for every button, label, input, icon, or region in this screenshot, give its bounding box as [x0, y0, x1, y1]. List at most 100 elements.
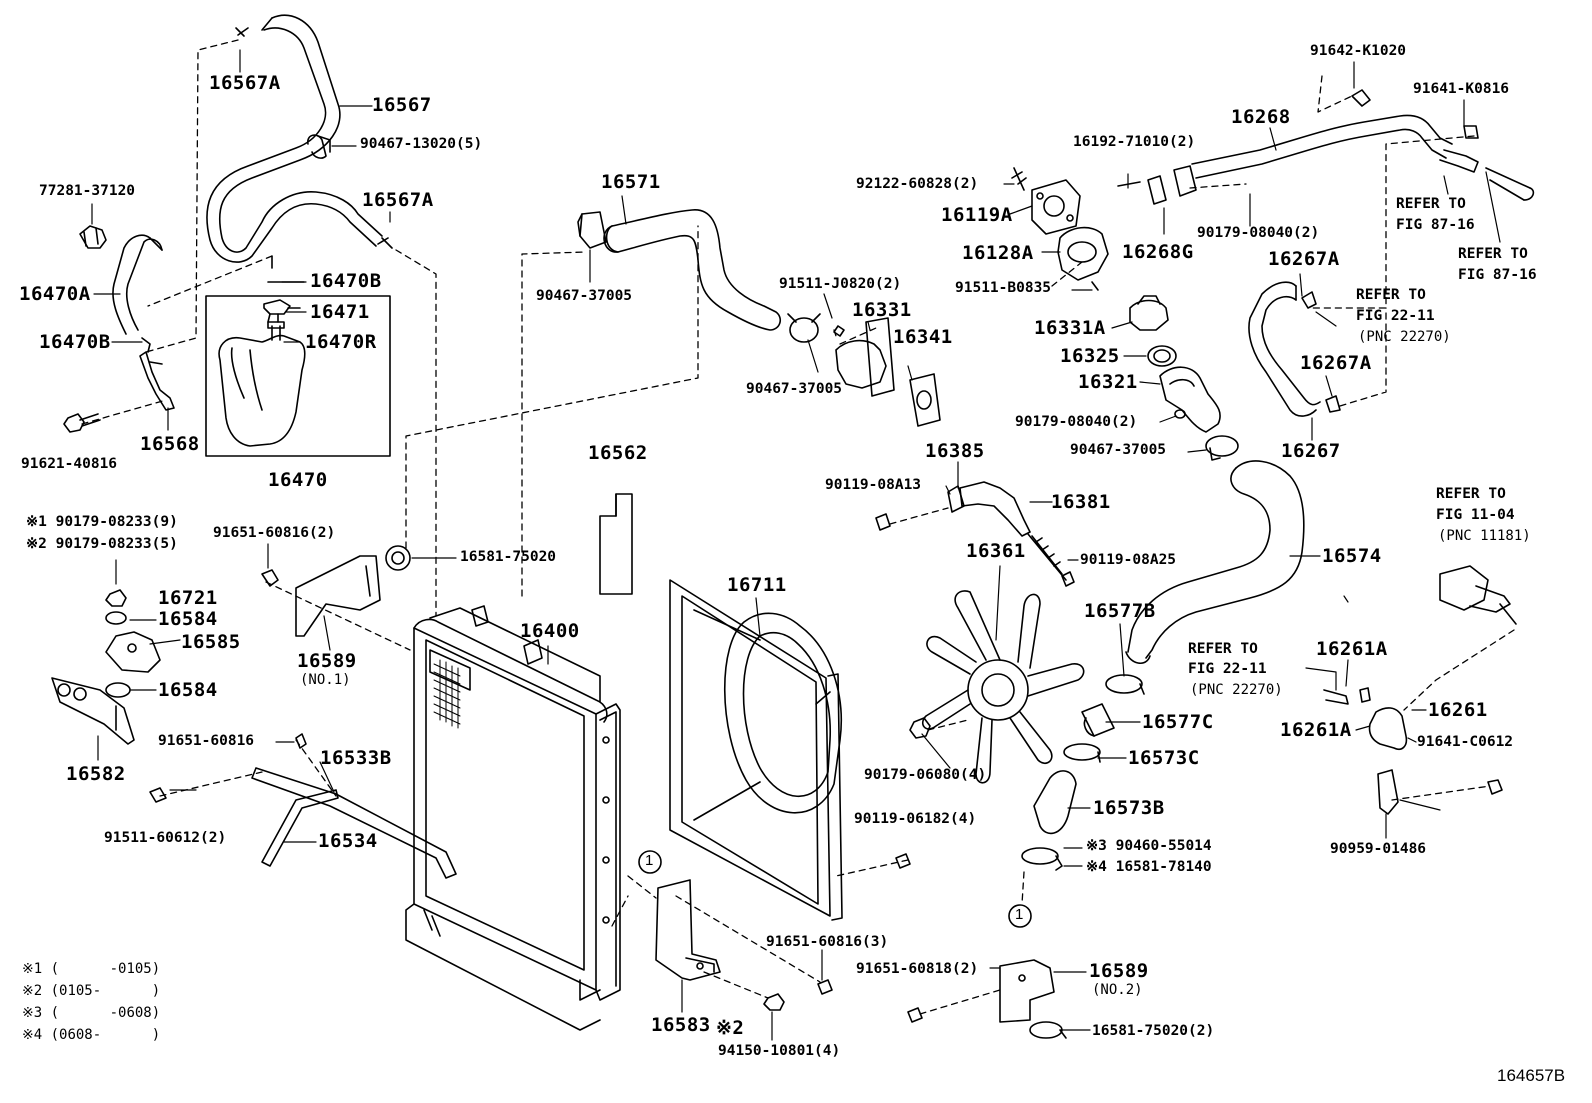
- label-16470B-left: 16470B: [39, 331, 111, 353]
- label-91621-40816: 91621-40816: [21, 456, 118, 472]
- label-16573C: 16573C: [1128, 747, 1200, 769]
- label-refer-to-87-16-b: REFER TO: [1458, 246, 1528, 262]
- label-16261A-top: 16261A: [1316, 638, 1388, 660]
- nut-94150-10801: [764, 994, 784, 1010]
- label-16385: 16385: [925, 440, 985, 462]
- bolt-90119-08A13: [876, 514, 890, 530]
- label-fig-22-11-b: FIG 22-11: [1188, 661, 1267, 677]
- label-16589-no1: 16589: [297, 650, 357, 672]
- overflow-hose-16567: [207, 15, 392, 262]
- label-16267A-top: 16267A: [1268, 248, 1340, 270]
- label-16568: 16568: [140, 433, 200, 455]
- label-fig-22-11-a: FIG 22-11: [1356, 308, 1435, 324]
- label-16470R: 16470R: [305, 331, 377, 353]
- hose-16573B: [1034, 771, 1076, 834]
- cushion-16584-top: [106, 612, 126, 624]
- label-16562: 16562: [588, 442, 648, 464]
- label-no1: (NO.1): [300, 672, 351, 688]
- label-16261: 16261: [1428, 699, 1488, 721]
- label-16268G: 16268G: [1122, 241, 1194, 263]
- label-16267: 16267: [1281, 440, 1341, 462]
- label-16470A: 16470A: [19, 283, 91, 305]
- label-16361: 16361: [966, 540, 1026, 562]
- label-91511-60612: 91511-60612(2): [104, 830, 227, 846]
- label-16267A-mid: 16267A: [1300, 352, 1372, 374]
- label-16574: 16574: [1322, 545, 1382, 567]
- bolt-91511-60612: [150, 788, 166, 802]
- label-no2: (NO.2): [1092, 982, 1143, 998]
- callout-1-left: [639, 851, 661, 873]
- clamp-16573C: [1064, 744, 1100, 762]
- label-16567: 16567: [372, 94, 432, 116]
- label-16119A: 16119A: [941, 204, 1013, 226]
- label-16192-71010: 16192-71010(2): [1073, 134, 1196, 150]
- leader-16470B-dash: [268, 256, 304, 282]
- clamp-90460-55014: [1022, 848, 1062, 870]
- label-16325: 16325: [1060, 345, 1120, 367]
- label-91651-60816-3: 91651-60816(3): [766, 934, 889, 950]
- label-91651-60816-2: 91651-60816(2): [213, 525, 336, 541]
- seal-16562: [600, 494, 632, 594]
- label-16582: 16582: [66, 763, 126, 785]
- label-90467-37005-right: 90467-37005: [1070, 442, 1167, 458]
- label-16567A-top: 16567A: [209, 72, 281, 94]
- label-90119-08A25: 90119-08A25: [1080, 552, 1177, 568]
- label-16470: 16470: [268, 469, 328, 491]
- label-16471: 16471: [310, 301, 370, 323]
- label-note4-16581-78140: ※4 16581-78140: [1086, 859, 1212, 875]
- label-91641-K0816: 91641-K0816: [1413, 81, 1510, 97]
- clamp-90467-37005-right: [788, 314, 820, 342]
- label-fig-87-16-a: FIG 87-16: [1396, 217, 1475, 233]
- bolt-91651-60818: [908, 1008, 922, 1022]
- bracket-16589-no2: [1000, 960, 1054, 1022]
- label-16470B-right: 16470B: [310, 270, 382, 292]
- bolt-91641-C0612: [1488, 780, 1502, 794]
- water-bypass-pipe: [1440, 566, 1516, 624]
- label-16583: 16583: [651, 1014, 711, 1036]
- housing-16128A: [1012, 168, 1108, 290]
- label-91651-60818: 91651-60818(2): [856, 961, 979, 977]
- label-fig-87-16-b: FIG 87-16: [1458, 267, 1537, 283]
- reservoir-box: [206, 296, 390, 456]
- label-16584-top: 16584: [158, 608, 218, 630]
- fan-shroud-16711: [670, 580, 842, 920]
- bracket-16582: [52, 678, 134, 744]
- label-16268: 16268: [1231, 106, 1291, 128]
- label-90179-08040-top: 90179-08040(2): [1197, 225, 1320, 241]
- label-leaders: [92, 50, 1500, 1040]
- label-16331: 16331: [852, 299, 912, 321]
- label-note2-16583: ※2: [716, 1017, 745, 1039]
- label-16577B: 16577B: [1084, 600, 1156, 622]
- label-90467-37005-mid: 90467-37005: [746, 381, 843, 397]
- label-fig-11-04: FIG 11-04: [1436, 507, 1515, 523]
- label-16567A-right: 16567A: [362, 189, 434, 211]
- clamp-90959-01486: [1378, 770, 1398, 814]
- bracket-16589-no1: [296, 556, 380, 636]
- cushion-16584-bottom: [106, 683, 130, 697]
- radiator-16400: [406, 606, 620, 1030]
- clip-90467-13020: [308, 135, 330, 158]
- nut-16721: [106, 590, 126, 606]
- label-16331A: 16331A: [1034, 317, 1106, 339]
- label-90467-13020: 90467-13020(5): [360, 136, 483, 152]
- nut-90179-06080: [910, 718, 930, 738]
- label-16721: 16721: [158, 587, 218, 609]
- label-91511-J0820: 91511-J0820(2): [779, 276, 902, 292]
- bracket-16585: [106, 632, 160, 672]
- label-16400: 16400: [520, 620, 580, 642]
- label-90959-01486: 90959-01486: [1330, 841, 1427, 857]
- figure-number: 164657B: [1497, 1066, 1566, 1085]
- heater-hose-16261: [1324, 688, 1406, 749]
- clamp-90467-37005-lower: [1206, 436, 1238, 460]
- footnote-1: ※1 ( -0105): [22, 961, 161, 977]
- dashed-leaders: [82, 40, 1514, 1014]
- label-16571: 16571: [601, 171, 661, 193]
- label-note1-90179-08233: ※1 90179-08233(9): [26, 514, 178, 530]
- label-91641-C0612: 91641-C0612: [1417, 734, 1514, 750]
- stay-16534: [262, 790, 338, 866]
- label-note3-90460-55014: ※3 90460-55014: [1086, 838, 1212, 854]
- clamp-16581-75020: [386, 546, 410, 570]
- label-90179-08040-mid: 90179-08040(2): [1015, 414, 1138, 430]
- callout-1-right: [1009, 905, 1031, 927]
